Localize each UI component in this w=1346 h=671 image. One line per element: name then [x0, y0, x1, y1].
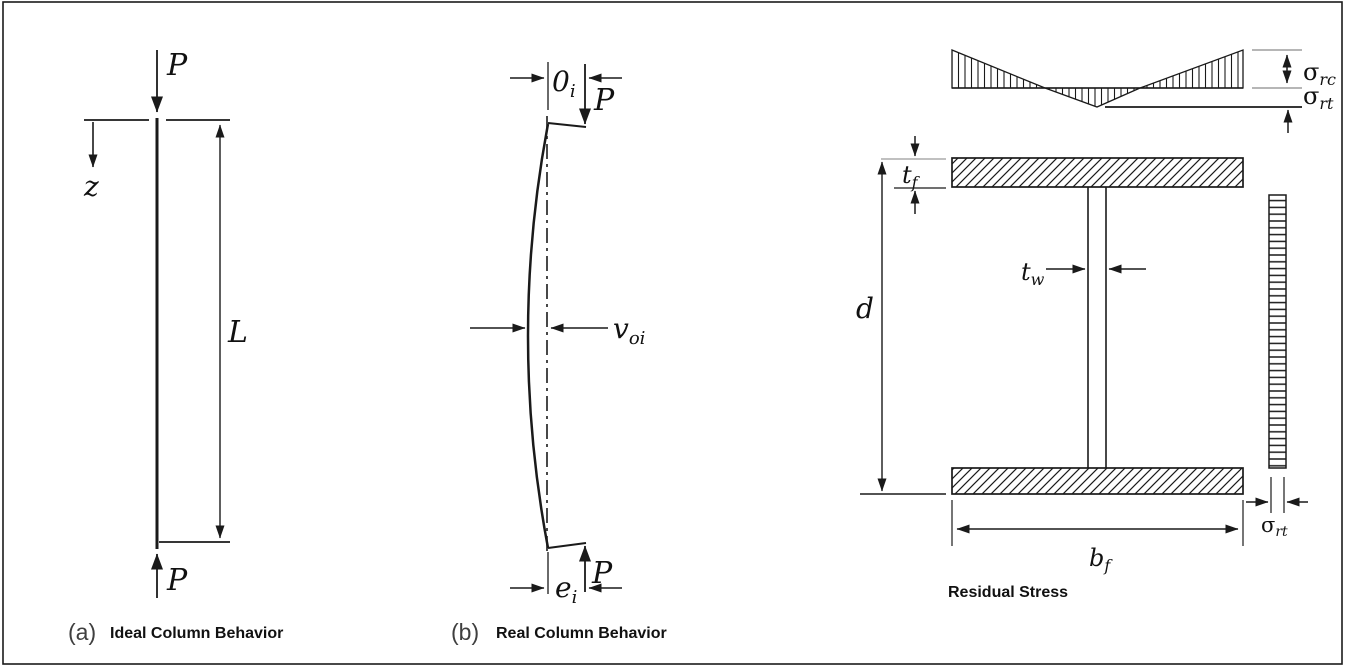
- length-label: L: [227, 315, 248, 350]
- stress-right-triangle: [1139, 49, 1244, 89]
- end-plate-bottom: [547, 542, 587, 549]
- depth-label: d: [856, 292, 874, 325]
- initial-offset-label: 0i: [552, 65, 576, 102]
- deflected-column-curve: [526, 123, 550, 549]
- tw-label: tw: [1021, 258, 1045, 289]
- caption-b: Real Column Behavior: [496, 625, 667, 642]
- residual-stress-diagram: σrc σrt tf d tw bf σrt Residual Str: [856, 49, 1336, 601]
- flange-stress-block: [1268, 194, 1287, 469]
- top-flange: [951, 157, 1244, 188]
- panel-a-ideal-column: P z L P (a) Ideal Column Behavior: [68, 48, 283, 645]
- flange-sigma-rt-label: σrt: [1261, 513, 1288, 540]
- z-axis-label: z: [83, 170, 99, 203]
- end-plate-top: [547, 122, 587, 128]
- panel-b-real-column: 0i P voi ei P (b) Real Column Behavior: [451, 62, 667, 645]
- load-label-top-a: P: [166, 48, 188, 83]
- stress-left-triangle: [951, 49, 1046, 89]
- caption-tag-b: (b): [451, 619, 479, 645]
- stress-center-v: [1044, 87, 1141, 108]
- caption-a: Ideal Column Behavior: [110, 625, 283, 642]
- bottom-flange: [951, 467, 1244, 495]
- sigma-rc-label: σrc: [1303, 58, 1336, 89]
- caption-tag-a: (a): [68, 619, 96, 645]
- eccentricity-label: ei: [555, 571, 577, 608]
- load-label-bottom-b: P: [591, 556, 613, 591]
- bf-label: bf: [1089, 544, 1113, 575]
- sigma-rt-top-label: σrt: [1303, 82, 1334, 113]
- tf-label: tf: [902, 161, 921, 192]
- load-label-bottom-a: P: [166, 563, 188, 598]
- deflection-label: voi: [613, 312, 645, 349]
- load-label-top-b: P: [593, 83, 615, 118]
- caption-residual-stress: Residual Stress: [948, 584, 1068, 601]
